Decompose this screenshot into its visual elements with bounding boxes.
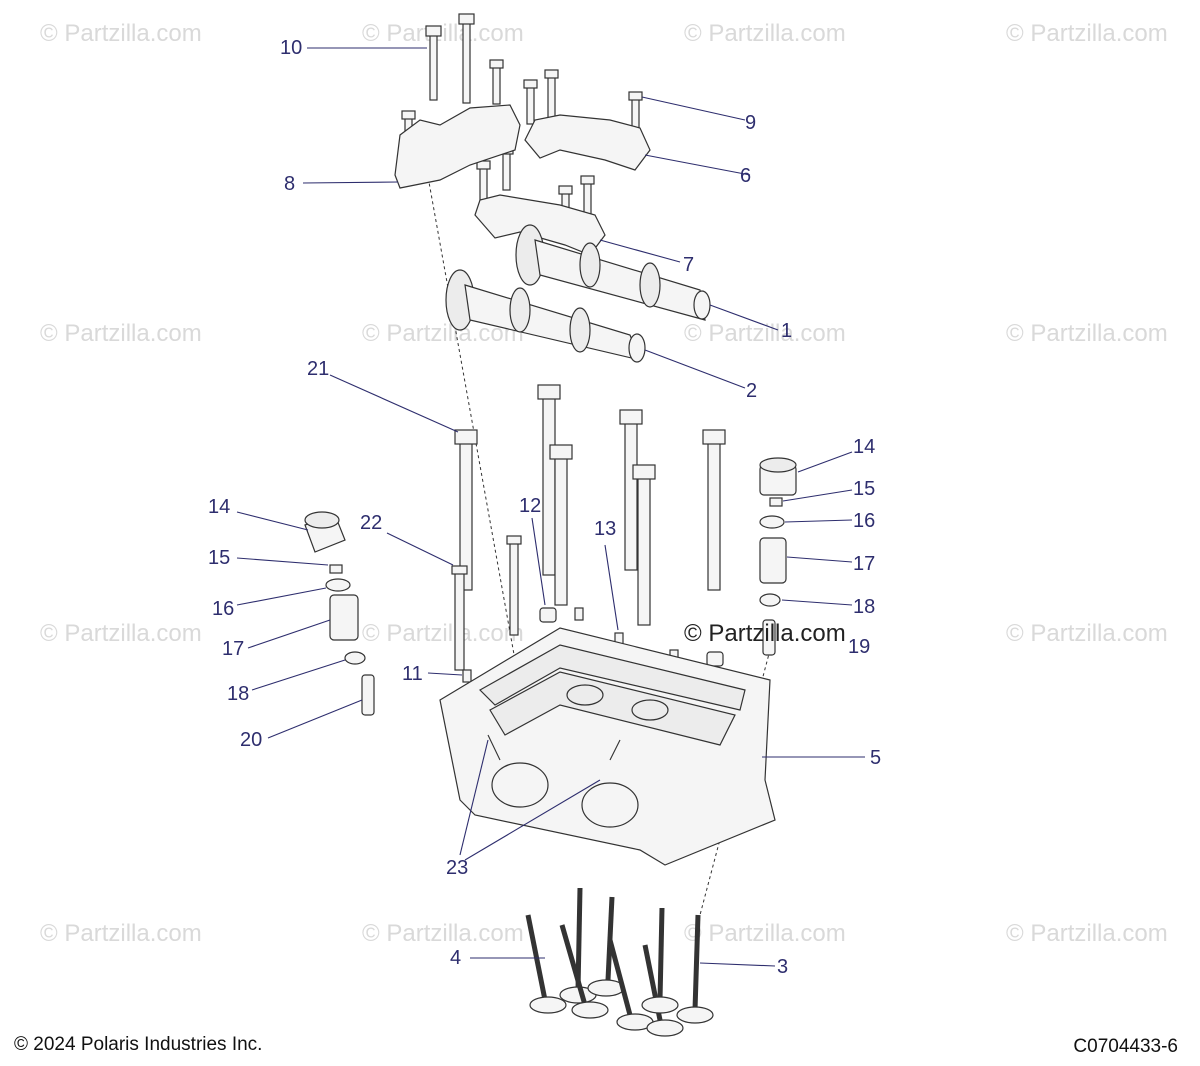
callout-19: 19 [848, 636, 871, 658]
callout-2: 2 [746, 380, 758, 402]
alignment-line [699, 649, 771, 916]
cylinder-head [439, 627, 776, 866]
watermark: © Partzilla.com [40, 620, 202, 647]
watermark: © Partzilla.com [1006, 320, 1168, 347]
callout-18-left: 18 [227, 683, 250, 705]
callout-17-left: 17 [222, 638, 245, 660]
alignment-line [424, 159, 516, 661]
watermark: © Partzilla.com [40, 920, 202, 947]
cam-cap-center [474, 194, 606, 256]
cam-cap-front [394, 104, 521, 189]
watermark: © Partzilla.com [40, 20, 202, 47]
callout-9: 9 [745, 112, 757, 134]
callout-16-left: 16 [212, 598, 235, 620]
callout-20: 20 [240, 729, 263, 751]
watermark: © Partzilla.com [1006, 620, 1168, 647]
callout-21: 21 [307, 358, 330, 380]
cam-cap-rear [524, 114, 651, 171]
diagram-id: C0704433-6 [1073, 1036, 1178, 1057]
callout-11: 11 [402, 663, 423, 685]
callout-14-right: 14 [853, 436, 876, 458]
watermark: © Partzilla.com [684, 20, 846, 47]
watermark: © Partzilla.com [684, 920, 846, 947]
callout-6: 6 [740, 165, 752, 187]
left-valve-train [304, 511, 375, 716]
callout-15-left: 15 [208, 547, 231, 569]
watermark: © Partzilla.com [362, 620, 524, 647]
copyright-text: © 2024 Polaris Industries Inc. [14, 1034, 263, 1055]
intake-camshaft [445, 269, 646, 363]
callout-3: 3 [777, 956, 789, 978]
callout-17-right: 17 [853, 553, 876, 575]
callout-14-left: 14 [208, 496, 231, 518]
head-bolt-small [454, 569, 465, 671]
exhaust-camshaft [515, 224, 711, 321]
callout-13: 13 [594, 518, 617, 540]
valves [525, 887, 714, 1037]
callout-7: 7 [683, 254, 695, 276]
watermark: © Partzilla.com [362, 20, 524, 47]
watermark: © Partzilla.com [1006, 920, 1168, 947]
watermark: © Partzilla.com [362, 920, 524, 947]
watermark-center: © Partzilla.com [684, 620, 846, 647]
callout-4: 4 [450, 947, 462, 969]
seal [706, 651, 724, 667]
callout-15-right: 15 [853, 478, 876, 500]
leader-lines [236, 47, 865, 967]
callout-1: 1 [781, 320, 793, 342]
watermark: © Partzilla.com [40, 320, 202, 347]
callout-10: 10 [280, 37, 303, 59]
dowel-12 [539, 607, 557, 623]
right-valve-train [759, 457, 797, 656]
callout-22: 22 [360, 512, 383, 534]
dowel-11 [462, 669, 472, 683]
callout-23: 23 [446, 857, 469, 879]
callout-16-right: 16 [853, 510, 876, 532]
dowel-12b [574, 607, 584, 621]
callout-18-right: 18 [853, 596, 876, 618]
callout-5: 5 [870, 747, 882, 769]
callout-12: 12 [519, 495, 542, 517]
cylinder-head-bolts [454, 384, 726, 636]
watermark: © Partzilla.com [684, 320, 846, 347]
callout-8: 8 [284, 173, 296, 195]
watermark: © Partzilla.com [1006, 20, 1168, 47]
